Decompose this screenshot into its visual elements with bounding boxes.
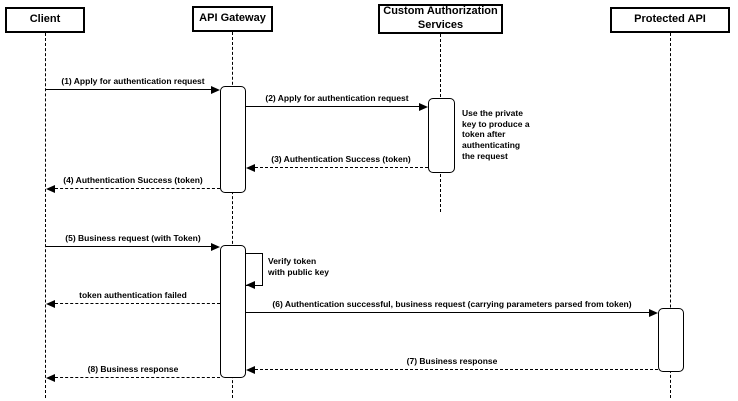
arrowhead-left-icon bbox=[246, 281, 255, 289]
message-line-4 bbox=[55, 188, 220, 189]
activation-custom-authorization-services bbox=[428, 98, 455, 173]
activation-api-gateway-business bbox=[220, 245, 246, 378]
lifeline-api-gateway bbox=[232, 32, 233, 398]
message-label-8: (8) Business response bbox=[87, 364, 179, 374]
arrowhead-left-icon bbox=[46, 185, 55, 193]
actor-custom-authorization-services-label: Custom Authorization Services bbox=[383, 5, 498, 31]
arrowhead-left-icon bbox=[46, 300, 55, 308]
message-line-5 bbox=[46, 246, 212, 247]
message-line-3 bbox=[255, 167, 428, 168]
message-label-1: (1) Apply for authentication request bbox=[61, 76, 205, 86]
actor-protected-api: Protected API bbox=[610, 7, 730, 33]
message-label-4: (4) Authentication Success (token) bbox=[63, 175, 203, 185]
arrowhead-left-icon bbox=[46, 374, 55, 382]
arrowhead-left-icon bbox=[246, 366, 255, 374]
actor-api-gateway: API Gateway bbox=[192, 6, 273, 32]
actor-api-gateway-label: API Gateway bbox=[199, 12, 266, 25]
message-line-7 bbox=[255, 369, 658, 370]
message-line-8 bbox=[55, 377, 220, 378]
message-label-2: (2) Apply for authentication request bbox=[265, 93, 409, 103]
message-line-6 bbox=[246, 312, 649, 313]
arrowhead-right-icon bbox=[211, 86, 220, 94]
arrowhead-right-icon bbox=[211, 243, 220, 251]
actor-client: Client bbox=[5, 7, 85, 33]
message-label-7: (7) Business response bbox=[406, 356, 498, 366]
message-line-1 bbox=[46, 89, 212, 90]
message-line-2 bbox=[246, 106, 419, 107]
message-label-6: (6) Authentication successful, business … bbox=[272, 299, 632, 309]
activation-protected-api bbox=[658, 308, 684, 372]
actor-client-label: Client bbox=[29, 13, 61, 26]
lifeline-client bbox=[45, 33, 46, 398]
arrowhead-right-icon bbox=[649, 309, 658, 317]
message-line-token-failed bbox=[55, 303, 220, 304]
note-private-key: Use the private key to produce a token a… bbox=[462, 108, 530, 161]
actor-custom-authorization-services: Custom Authorization Services bbox=[378, 4, 503, 34]
actor-protected-api-label: Protected API bbox=[634, 13, 706, 26]
lifeline-protected-api bbox=[670, 33, 671, 398]
self-message-label: Verify token with public key bbox=[268, 256, 329, 277]
activation-api-gateway-auth bbox=[220, 86, 246, 193]
message-label-3: (3) Authentication Success (token) bbox=[271, 154, 411, 164]
arrowhead-left-icon bbox=[246, 164, 255, 172]
message-label-5: (5) Business request (with Token) bbox=[65, 233, 201, 243]
arrowhead-right-icon bbox=[419, 103, 428, 111]
message-label-token-failed: token authentication failed bbox=[79, 290, 187, 300]
